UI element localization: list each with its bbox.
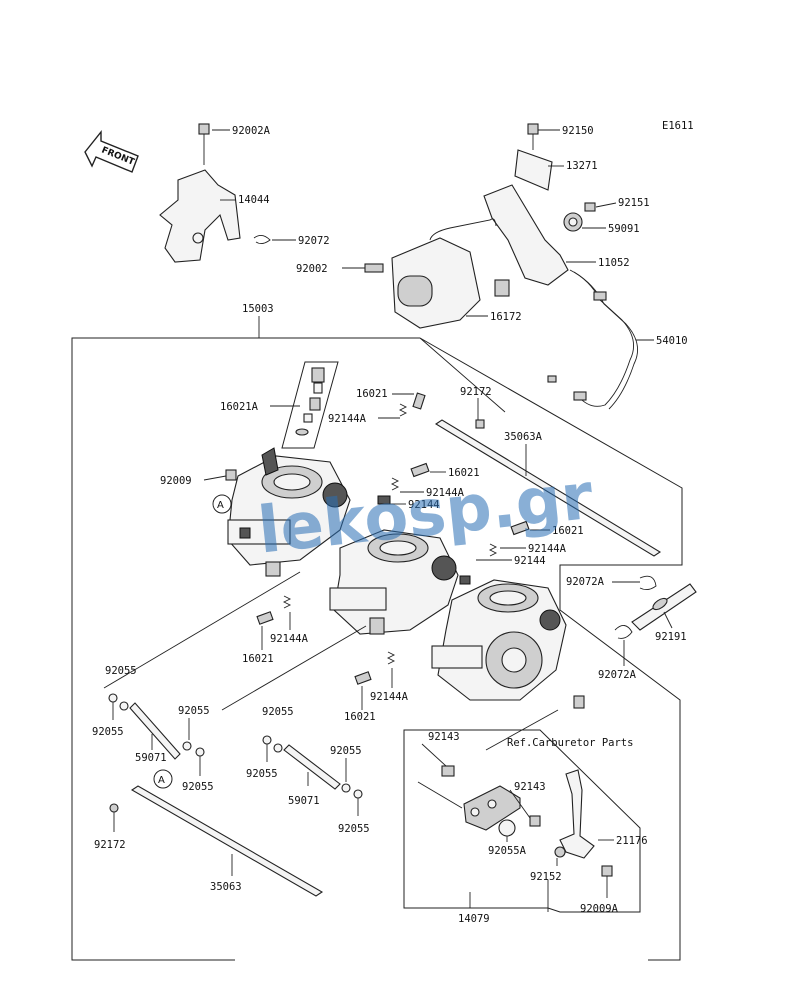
label-16021-b: 16021 (448, 467, 480, 479)
linkage-rod-35063 (130, 785, 324, 897)
label-92055-a: 92055 (105, 665, 137, 677)
label-92055-g: 92055 (330, 745, 362, 757)
assembly-frame-15003 (71, 337, 420, 961)
label-92055-e: 92055 (262, 706, 294, 718)
label-59071-a: 59071 (135, 752, 167, 764)
carburetor-1 (227, 447, 351, 577)
label-92143-b: 92143 (514, 781, 546, 793)
ref-carburetor-note: Ref.Carburetor Parts (507, 737, 633, 749)
label-15003: 15003 (242, 303, 274, 315)
label-92072A-b: 92072A (598, 669, 637, 681)
label-92055-d: 92055 (182, 781, 214, 793)
callout-a-top: A (212, 494, 232, 514)
label-54010: 54010 (656, 335, 688, 347)
label-92144A-e: 92144A (370, 691, 409, 703)
label-92002A: 92002A (232, 125, 271, 137)
jet-spring-lower (256, 595, 396, 685)
frame-14079 (403, 729, 641, 913)
label-92144A-d: 92144A (270, 633, 309, 645)
label-11052: 11052 (598, 257, 630, 269)
label-16172: 16172 (490, 311, 522, 323)
label-92072A-a: 92072A (566, 576, 605, 588)
label-92144A-b: 92144A (426, 487, 465, 499)
label-92009A: 92009A (580, 903, 619, 915)
label-92055A: 92055A (488, 845, 527, 857)
label-92172-a: 92172 (460, 386, 492, 398)
label-16021-c: 16021 (552, 525, 584, 537)
label-92144-b: 92144 (514, 555, 546, 567)
linkage-rod-35063A (434, 419, 662, 557)
label-92055-c: 92055 (178, 705, 210, 717)
front-arrow-icon: FRONT (84, 130, 139, 173)
label-92002: 92002 (296, 263, 328, 275)
label-14079: 14079 (458, 913, 490, 925)
pipe-59071-left (108, 693, 205, 760)
label-92143-a: 92143 (428, 731, 460, 743)
label-92191: 92191 (655, 631, 687, 643)
label-14044: 14044 (238, 194, 270, 206)
label-16021-d: 16021 (242, 653, 274, 665)
label-13271: 13271 (566, 160, 598, 172)
label-16021-e: 16021 (344, 711, 376, 723)
label-92055-b: 92055 (92, 726, 124, 738)
label-92144-a: 92144 (408, 499, 440, 511)
diagram-id: E1611 (662, 120, 694, 132)
jet-spring-upper (377, 392, 530, 585)
clip-and-cap (614, 575, 697, 639)
label-35063A: 35063A (504, 431, 543, 443)
label-21176: 21176 (616, 835, 648, 847)
frame-16021A (281, 361, 339, 449)
svg-text:A: A (158, 775, 165, 786)
label-16021-a: 16021 (356, 388, 388, 400)
label-92144A-a: 92144A (328, 413, 367, 425)
carburetor-3 (431, 579, 567, 701)
label-59071-b: 59071 (288, 795, 320, 807)
jet-stack-16021A (295, 367, 325, 436)
carburetor-2 (329, 529, 459, 635)
label-92151: 92151 (618, 197, 650, 209)
callout-a-bottom: A (153, 769, 173, 789)
label-92150: 92150 (562, 125, 594, 137)
label-92072: 92072 (298, 235, 330, 247)
label-16021A: 16021A (220, 401, 259, 413)
label-92009: 92009 (160, 475, 192, 487)
bracket-14044 (159, 123, 271, 263)
svg-text:A: A (217, 500, 224, 511)
valve-body-14079 (441, 765, 613, 877)
label-92172-b: 92172 (94, 839, 126, 851)
label-92152: 92152 (530, 871, 562, 883)
label-35063: 35063 (210, 881, 242, 893)
label-92055-h: 92055 (338, 823, 370, 835)
label-59091: 59091 (608, 223, 640, 235)
label-92144A-c: 92144A (528, 543, 567, 555)
label-92055-f: 92055 (246, 768, 278, 780)
